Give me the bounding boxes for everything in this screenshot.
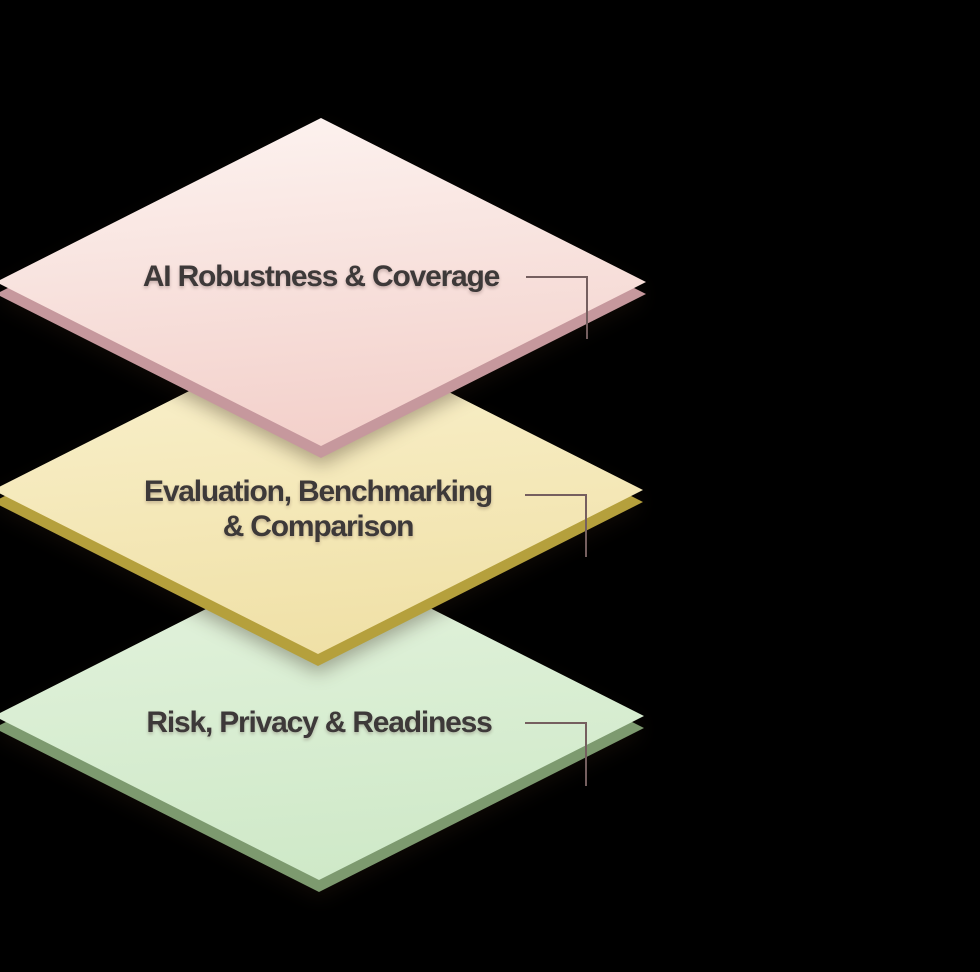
connector-risk-horizontal-line (525, 722, 587, 724)
connector-robustness-vertical-line (586, 276, 588, 339)
layer-robustness-label-line1: AI Robustness & Coverage (142, 260, 500, 293)
layer-evaluation-label: Evaluation, Benchmarking & Comparison (0, 474, 643, 544)
layer-evaluation-label-line1: Evaluation, Benchmarking (144, 475, 493, 508)
connector-evaluation-horizontal-line (525, 494, 587, 496)
layer-risk-label-line1: Risk, Privacy & Readiness (146, 706, 492, 739)
connector-robustness-horizontal-line (526, 276, 588, 278)
connector-evaluation-vertical-line (585, 494, 587, 557)
connector-risk-vertical-line (585, 722, 587, 786)
layer-robustness-label: AI Robustness & Coverage (0, 259, 646, 295)
layer-risk-label: Risk, Privacy & Readiness (0, 705, 644, 741)
layer-card-robustness: AI Robustness & Coverage (0, 118, 646, 458)
layer-evaluation-label-line2: & Comparison (222, 510, 415, 543)
